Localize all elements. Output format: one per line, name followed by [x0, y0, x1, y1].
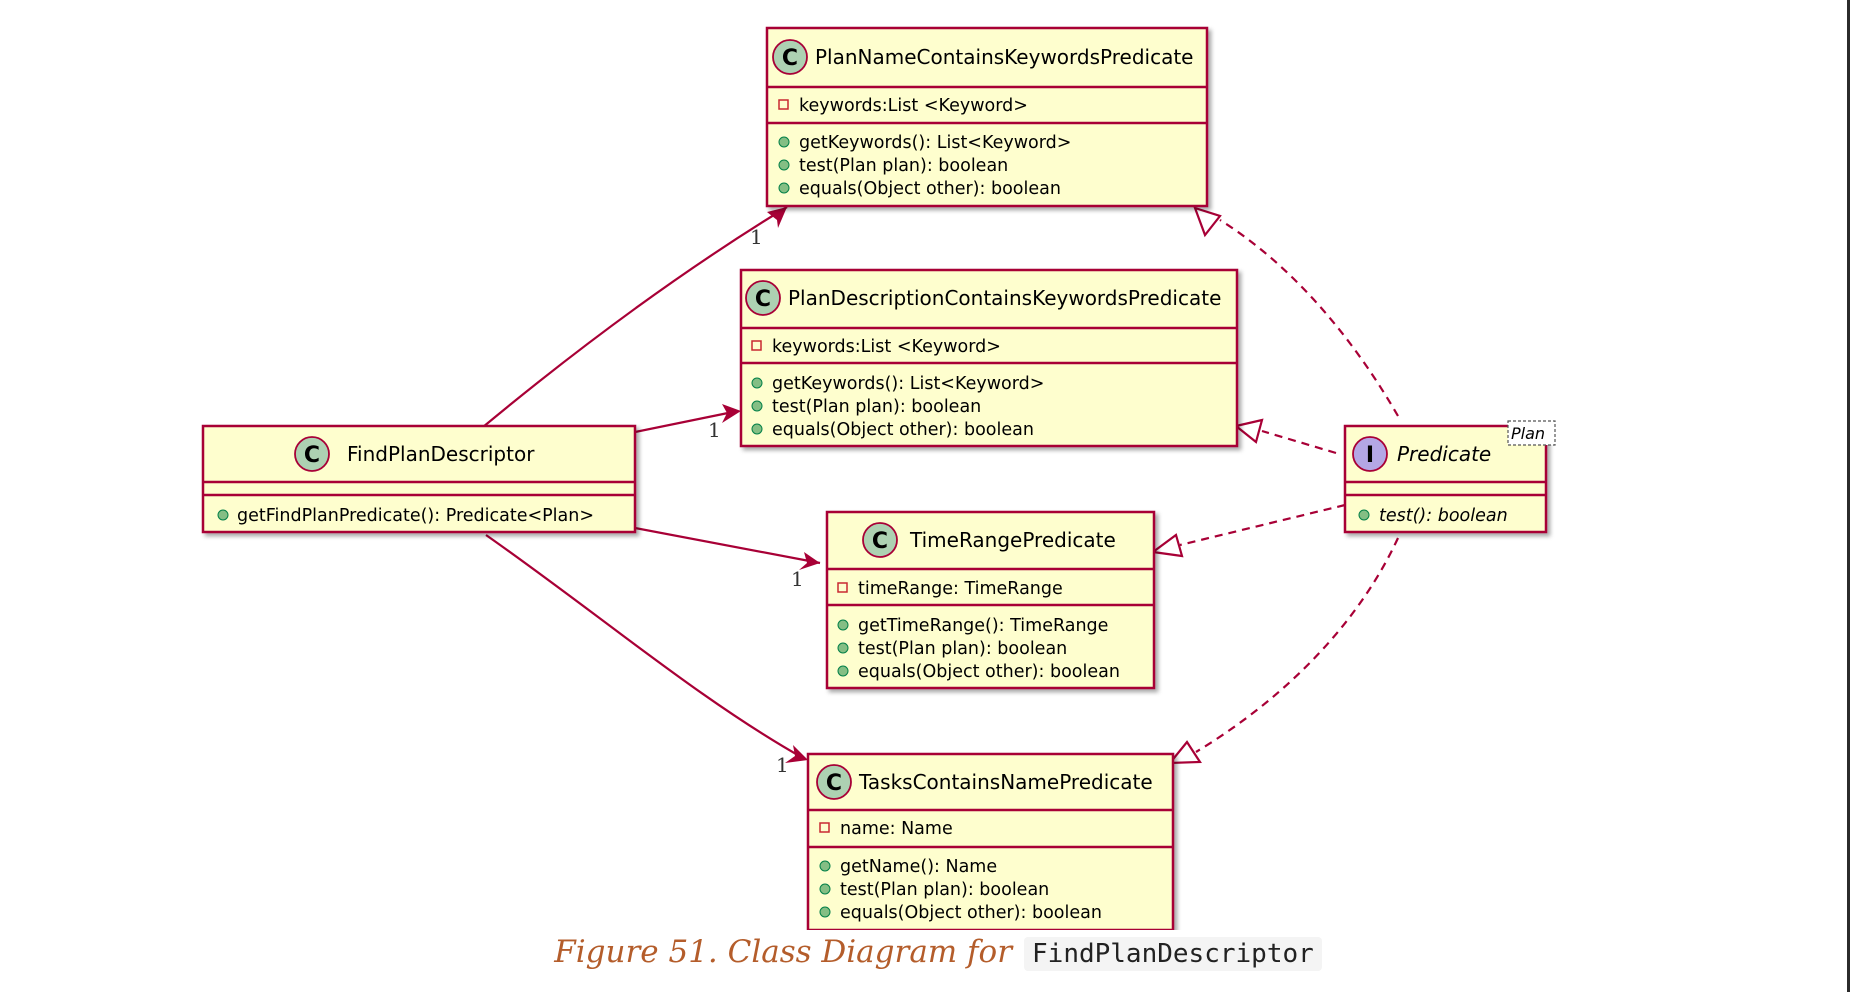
method: test(Plan plan): boolean — [772, 397, 981, 417]
private-field-icon — [837, 582, 848, 593]
public-method-icon — [751, 377, 763, 389]
class-badge-icon — [772, 39, 808, 75]
figure-caption: Figure 51. Class Diagram for FindPlanDesc… — [0, 930, 1876, 976]
type-parameter: Plan — [1511, 424, 1545, 443]
interface-name: Predicate — [1397, 442, 1491, 466]
class-badge-letter: C — [826, 771, 842, 796]
class-diagram: 1 1 1 1 C FindPlanDescriptor getFindPlan… — [201, 26, 1556, 930]
public-method-icon — [1358, 509, 1370, 521]
public-method-icon — [217, 509, 229, 521]
arrowhead-plan-name — [767, 207, 787, 228]
caption-code: FindPlanDescriptor — [1024, 937, 1322, 971]
class-badge-icon — [745, 280, 781, 316]
method: equals(Object other): boolean — [858, 662, 1120, 682]
multiplicity-plan-name: 1 — [750, 225, 763, 249]
realize-head-plan-name — [1193, 206, 1222, 238]
assoc-to-plan-description — [634, 411, 729, 434]
class-name: PlanDescriptionContainsKeywordsPredicate — [788, 286, 1221, 310]
method: getKeywords(): List<Keyword> — [772, 374, 1044, 394]
class-name: PlanNameContainsKeywordsPredicate — [815, 45, 1193, 69]
class-badge-letter: C — [304, 443, 320, 468]
class-time-range-predicate: C TimeRangePredicate timeRange: TimeRang… — [825, 510, 1156, 690]
interface-badge-letter: I — [1366, 443, 1374, 468]
method: getName(): Name — [840, 857, 997, 877]
class-find-plan-descriptor: C FindPlanDescriptor getFindPlanPredicat… — [201, 424, 637, 534]
field: keywords:List <Keyword> — [799, 96, 1028, 116]
realize-head-plan-description — [1233, 418, 1264, 444]
method: test(Plan plan): boolean — [858, 639, 1067, 659]
method: getFindPlanPredicate(): Predicate<Plan> — [237, 506, 594, 526]
realize-head-tasks-name — [1167, 740, 1202, 765]
class-name: TimeRangePredicate — [909, 528, 1116, 552]
method: test(Plan plan): boolean — [799, 156, 1008, 176]
class-plan-description-predicate: C PlanDescriptionContainsKeywordsPredica… — [739, 268, 1239, 448]
caption-text: Figure 51. Class Diagram for — [554, 934, 1013, 970]
field: timeRange: TimeRange — [858, 579, 1063, 599]
public-method-icon — [778, 182, 790, 194]
class-badge-letter: C — [872, 529, 888, 554]
realize-tasks-name — [1195, 537, 1399, 753]
assoc-to-plan-name — [482, 206, 788, 428]
public-method-icon — [819, 883, 831, 895]
class-tasks-name-predicate: C TasksContainsNamePredicate name: Name … — [806, 752, 1175, 930]
realizations — [1150, 206, 1399, 765]
arrowhead-time-range — [799, 552, 820, 570]
method: getTimeRange(): TimeRange — [858, 616, 1108, 636]
realize-head-time-range — [1150, 533, 1184, 558]
class-badge-icon — [862, 522, 898, 558]
multiplicity-tasks-name: 1 — [776, 753, 789, 777]
associations: 1 1 1 1 — [482, 206, 821, 777]
public-method-icon — [837, 642, 849, 654]
public-method-icon — [819, 860, 831, 872]
method: getKeywords(): List<Keyword> — [799, 133, 1071, 153]
assoc-to-time-range — [634, 526, 821, 565]
realize-plan-name — [1219, 219, 1399, 417]
method: equals(Object other): boolean — [799, 179, 1061, 199]
public-method-icon — [751, 423, 763, 435]
abstract-method: test(): boolean — [1379, 506, 1508, 526]
class-name: FindPlanDescriptor — [347, 442, 535, 466]
realize-plan-description — [1261, 429, 1337, 455]
class-badge-icon — [294, 436, 330, 472]
method: equals(Object other): boolean — [840, 903, 1102, 923]
multiplicity-plan-description: 1 — [708, 418, 721, 442]
public-method-icon — [778, 136, 790, 148]
method: test(Plan plan): boolean — [840, 880, 1049, 900]
class-badge-letter: C — [755, 287, 771, 312]
type-parameter-box — [1507, 420, 1556, 446]
public-method-icon — [837, 619, 849, 631]
private-field-icon — [778, 99, 789, 110]
realize-time-range — [1179, 503, 1346, 547]
public-method-icon — [819, 906, 831, 918]
arrowhead-tasks-name — [785, 745, 808, 763]
class-name: TasksContainsNamePredicate — [858, 770, 1153, 794]
private-field-icon — [819, 822, 830, 833]
interface-predicate: I Predicate Plan test(): boolean — [1343, 420, 1556, 534]
class-badge-icon — [816, 764, 852, 800]
multiplicity-time-range: 1 — [791, 567, 804, 591]
public-method-icon — [837, 665, 849, 677]
method: equals(Object other): boolean — [772, 420, 1034, 440]
field: keywords:List <Keyword> — [772, 337, 1001, 357]
interface-badge-icon — [1352, 436, 1388, 472]
field: name: Name — [840, 819, 953, 839]
arrowhead-plan-description — [722, 404, 741, 423]
class-plan-name-predicate: C PlanNameContainsKeywordsPredicate keyw… — [765, 26, 1209, 208]
public-method-icon — [751, 400, 763, 412]
assoc-to-tasks-name — [485, 534, 804, 759]
private-field-icon — [751, 340, 762, 351]
page-border — [1847, 0, 1850, 992]
class-badge-letter: C — [782, 46, 798, 71]
public-method-icon — [778, 159, 790, 171]
